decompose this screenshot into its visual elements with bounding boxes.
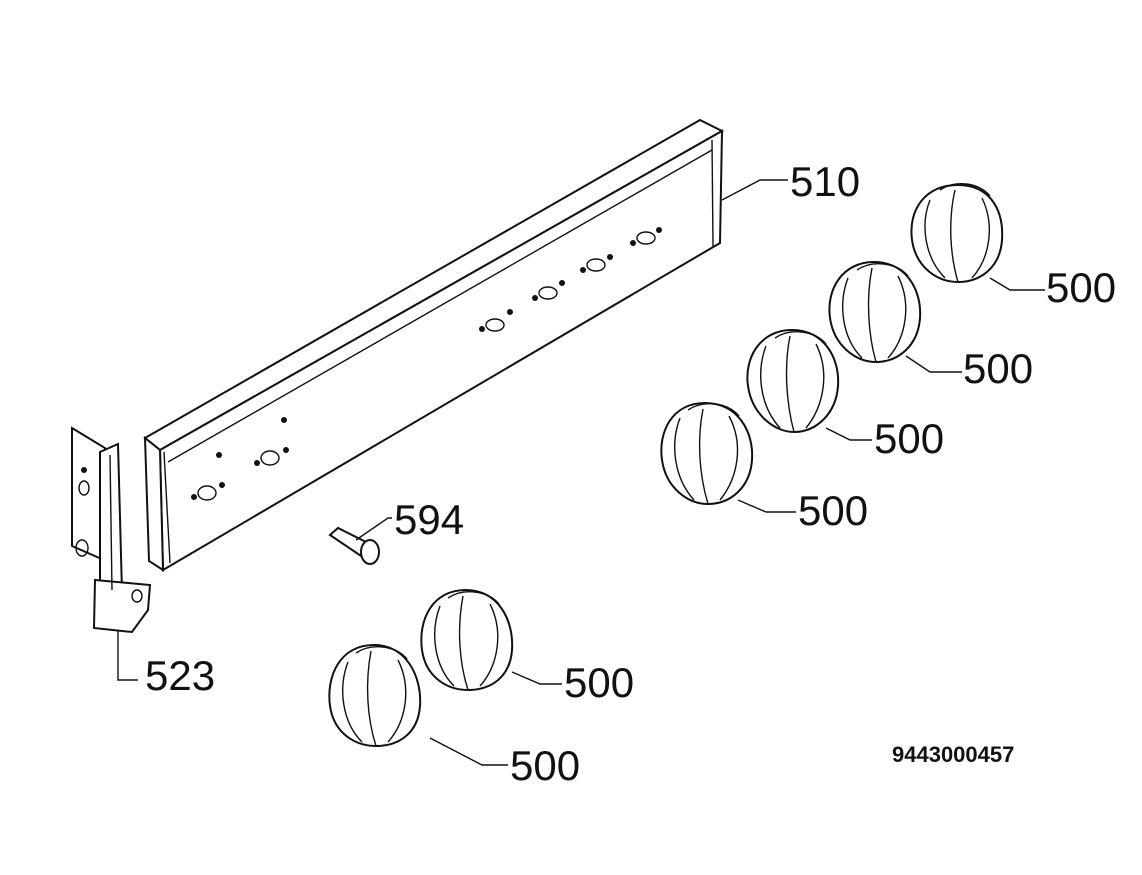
label-500-a: 500	[1046, 264, 1116, 311]
knob-500-b	[828, 260, 962, 373]
label-523: 523	[145, 652, 215, 699]
label-500-b: 500	[963, 345, 1033, 392]
knob-500-e	[420, 588, 562, 692]
label-500-c: 500	[874, 415, 944, 462]
knob-500-a	[910, 183, 1045, 291]
panel-holes-right	[479, 227, 662, 332]
control-panel-510	[143, 118, 725, 572]
pin-594	[328, 517, 392, 565]
label-500-d: 500	[798, 487, 868, 534]
knob-group	[328, 183, 1045, 766]
drawing-number: 9443000457	[892, 742, 1014, 767]
knob-500-d	[660, 401, 796, 513]
knob-500-f	[328, 643, 508, 766]
label-510: 510	[790, 158, 860, 205]
leader-510	[721, 179, 788, 201]
label-500-f: 500	[510, 742, 580, 789]
label-594: 594	[394, 496, 464, 543]
bracket-523	[71, 426, 152, 681]
label-500-e: 500	[564, 659, 634, 706]
panel-holes-left	[191, 417, 289, 501]
knob-500-c	[746, 328, 872, 441]
